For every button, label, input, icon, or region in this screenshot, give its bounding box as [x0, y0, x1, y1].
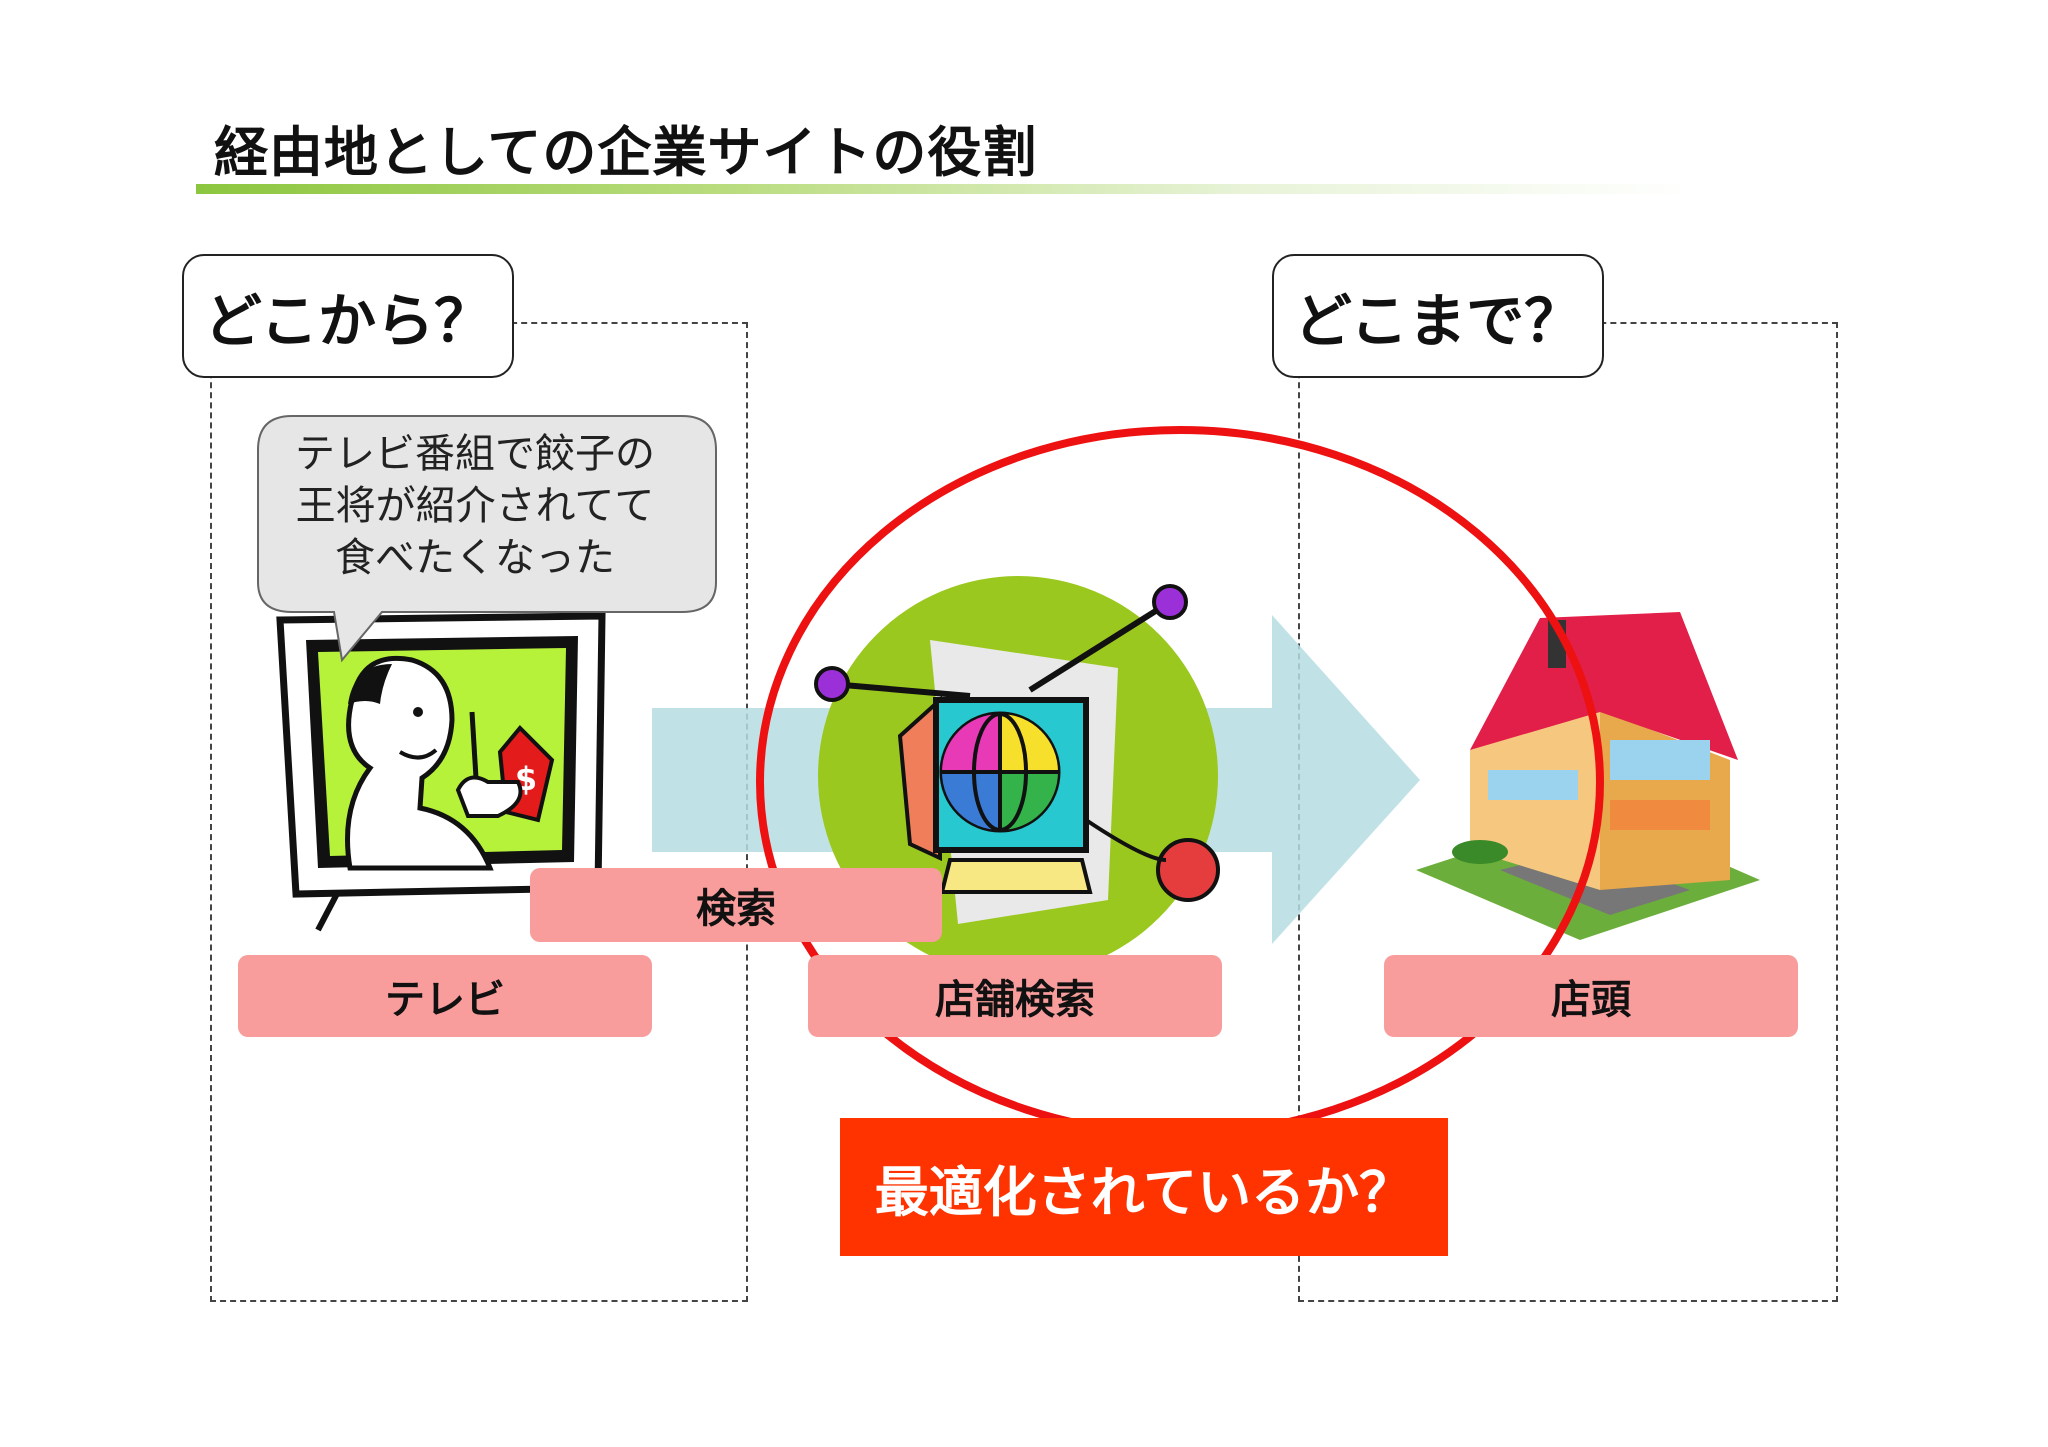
destination-heading: どこまで？	[1272, 254, 1604, 378]
search-pill: 検索	[530, 868, 942, 942]
source-heading: どこから？	[182, 254, 514, 378]
bubble-line-3: 食べたくなった	[335, 535, 615, 581]
speech-bubble-text: テレビ番組で餃子の 王将が紹介されてて 食べたくなった	[240, 428, 710, 584]
storefront-pill: 店頭	[1384, 955, 1798, 1037]
page-title: 経由地としての企業サイトの役割	[214, 121, 1038, 184]
house-icon	[1416, 612, 1760, 940]
bubble-line-1: テレビ番組で餃子の	[295, 431, 655, 477]
title-underline	[196, 184, 1696, 194]
bubble-line-2: 王将が紹介されてて	[295, 483, 655, 529]
optimization-callout: 最適化されているか？	[840, 1118, 1448, 1256]
tv-icon: $	[276, 612, 606, 932]
tv-pill: テレビ	[238, 955, 652, 1037]
store-search-pill: 店舗検索	[808, 955, 1222, 1037]
